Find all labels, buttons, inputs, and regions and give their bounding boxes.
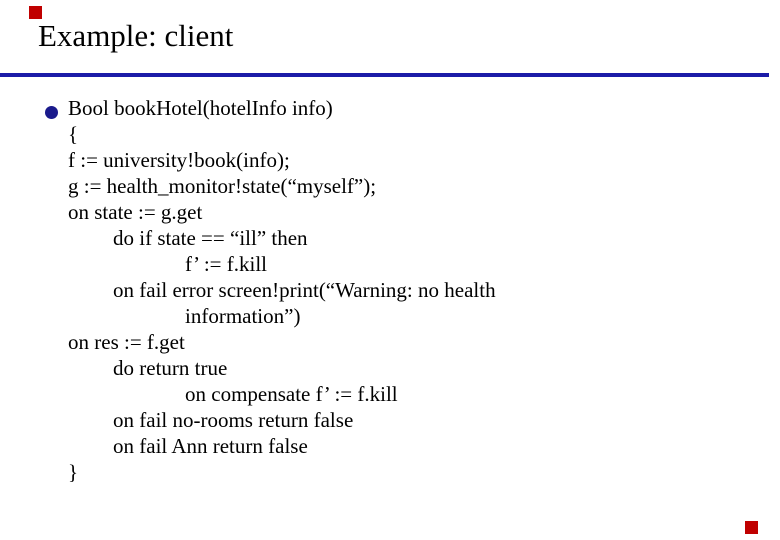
bullet-icon [45,106,58,119]
code-line: f’ := f.kill [185,252,268,276]
corner-marker-top-left-icon [29,6,42,19]
code-line: { [68,122,79,146]
corner-marker-bottom-right-icon [745,521,758,534]
code-line: on state := g.get [68,200,203,224]
code-line: on fail error screen!print(“Warning: no … [113,278,496,302]
code-line: information”) [185,304,301,328]
code-line: g := health_monitor!state(“myself”); [68,174,377,198]
code-line: do if state == “ill” then [113,226,308,250]
code-line: on compensate f’ := f.kill [185,382,398,406]
code-line: f := university!book(info); [68,148,290,172]
code-line: Bool bookHotel(hotelInfo info) [68,96,333,120]
title-underline [0,73,769,77]
code-line: on fail Ann return false [113,434,308,458]
code-block: Bool bookHotel(hotelInfo info){f := univ… [68,95,496,485]
slide-title: Example: client [38,18,234,53]
code-line: on fail no-rooms return false [113,408,354,432]
code-line: do return true [113,356,228,380]
code-line: } [68,460,79,484]
code-line: on res := f.get [68,330,185,354]
